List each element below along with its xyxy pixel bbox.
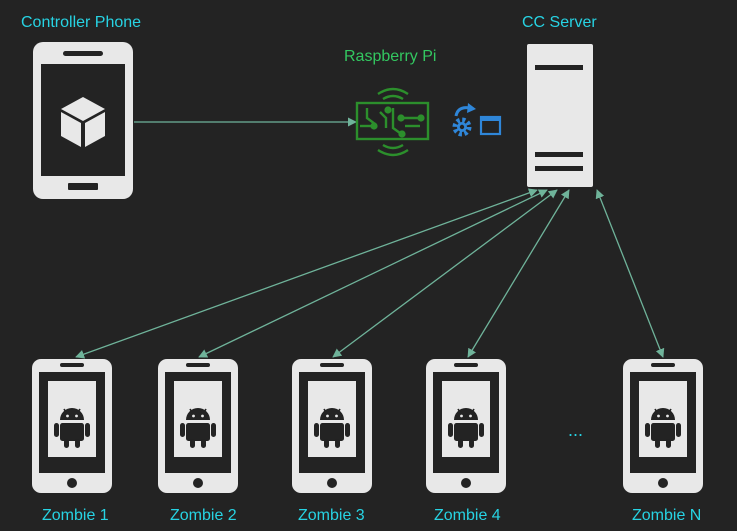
link-zombie-2 (198, 189, 548, 358)
circuit-board-icon (355, 87, 430, 157)
zombie-phone-1 (32, 359, 112, 493)
connections (75, 188, 665, 359)
cc-server (527, 44, 593, 187)
zombie-label-4: Zombie 4 (434, 507, 501, 524)
zombie-label-n: Zombie N (632, 507, 702, 524)
link-zombie-4 (467, 189, 570, 358)
gear-window-icon (452, 103, 502, 137)
controller-phone-label: Controller Phone (21, 14, 142, 31)
link-zombie-3 (332, 189, 558, 358)
raspberry-pi-label: Raspberry Pi (344, 48, 437, 65)
zombie-label-1: Zombie 1 (42, 507, 109, 524)
zombie-phone-3 (292, 359, 372, 493)
ellipsis: ... (568, 420, 584, 440)
cube-icon (61, 97, 105, 147)
zombie-phone-n (623, 359, 703, 493)
zombie-label-2: Zombie 2 (170, 507, 237, 524)
zombie-phone-4 (426, 359, 506, 493)
link-zombie-1 (75, 188, 538, 359)
cc-server-label: CC Server (522, 14, 597, 31)
link-zombie-n (595, 189, 665, 358)
controller-phone (33, 42, 133, 199)
zombie-label-3: Zombie 3 (298, 507, 365, 524)
zombie-phone-2 (158, 359, 238, 493)
